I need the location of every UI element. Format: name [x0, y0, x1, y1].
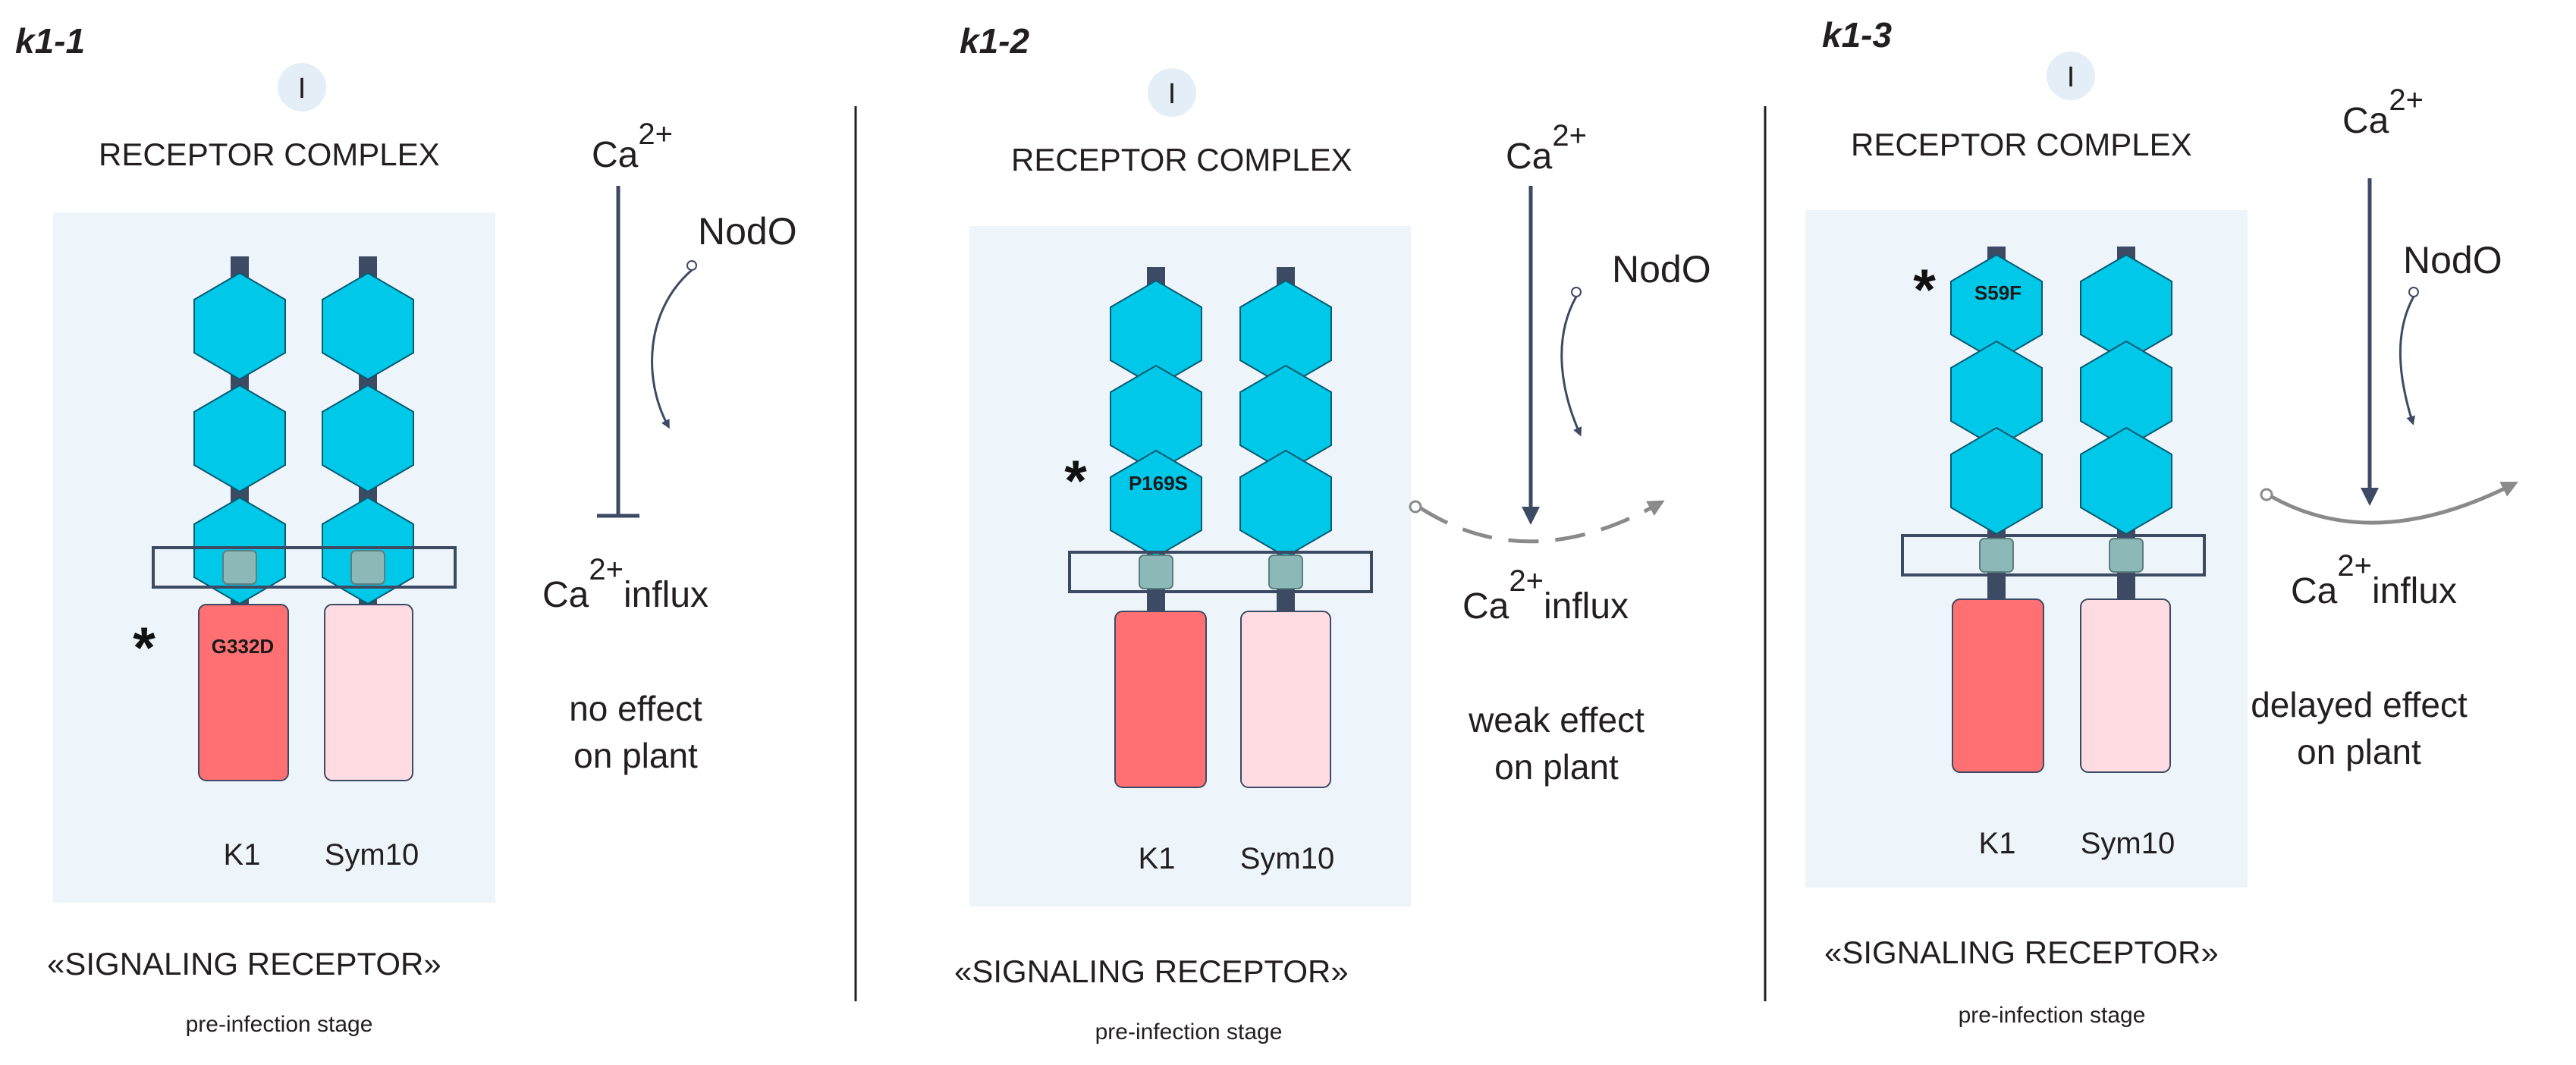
sym10-kinase-domain — [2080, 598, 2171, 773]
nodo-origin — [1571, 287, 1582, 297]
mutation-marker: * — [133, 616, 156, 680]
sym10-label: Sym10 — [1240, 842, 1335, 875]
panel-label: k1-3 — [1822, 15, 1892, 55]
effect-line1: delayed effect — [2251, 685, 2468, 724]
weak-influx-arrow — [1419, 500, 1665, 544]
influx-label: Ca2+influx — [1462, 564, 1629, 627]
calcium-label: Ca2+ — [1506, 119, 1587, 177]
receptor-label: «SIGNALING RECEPTOR» — [1824, 935, 2219, 970]
sym10-kinase-domain — [1240, 611, 1331, 788]
sym10-kinase-domain — [324, 604, 413, 781]
sym10-label: Sym10 — [325, 838, 419, 872]
nodo-label: NodO — [2403, 239, 2502, 281]
k1-label: K1 — [1139, 842, 1176, 875]
k1-tm-domain — [1979, 538, 2014, 573]
nodo-arrow — [1560, 296, 1582, 437]
membrane-band — [152, 546, 457, 589]
effect-line2: on plant — [1494, 747, 1619, 787]
k1-kinase-domain — [1952, 598, 2044, 773]
mutation-marker: * — [1064, 449, 1087, 514]
effect-line1: weak effect — [1468, 700, 1645, 740]
nodo-origin — [686, 260, 697, 271]
sym10-tm-domain — [2109, 538, 2144, 573]
k1-kinase-domain — [1114, 611, 1207, 788]
nodo-label: NodO — [698, 210, 797, 253]
panel-label: k1-1 — [15, 21, 85, 61]
badge-numeral: I — [2067, 61, 2075, 93]
k1-label: K1 — [224, 838, 261, 872]
effect-line2: on plant — [2297, 732, 2421, 771]
effect-line1: no effect — [569, 689, 702, 728]
influx-origin — [2260, 488, 2273, 501]
sym10-label: Sym10 — [2081, 827, 2175, 860]
badge-circle — [2047, 52, 2095, 100]
influx-origin — [1409, 500, 1422, 514]
influx-label: Ca2+influx — [542, 553, 708, 615]
receptor-label: «SIGNALING RECEPTOR» — [954, 953, 1349, 989]
panel-k1-3: k1-3 I RECEPTOR COMPLEX * S59F K1 Sym10 … — [1805, 15, 2518, 1028]
k1-tm-domain — [222, 550, 257, 585]
complex-title: RECEPTOR COMPLEX — [99, 137, 440, 172]
sym10-tm-domain — [350, 550, 385, 585]
badge-circle — [278, 63, 326, 112]
stage-label: pre-infection stage — [186, 1012, 373, 1037]
stage-label: pre-infection stage — [1959, 1003, 2146, 1028]
nodo-label: NodO — [1612, 248, 1711, 291]
k1-lysm-domain — [193, 384, 286, 493]
delayed-influx-arrow — [2270, 482, 2518, 525]
nodo-origin — [2408, 287, 2419, 297]
calcium-label: Ca2+ — [2342, 83, 2424, 141]
k1-tm-domain — [1139, 554, 1173, 589]
badge-circle — [1148, 68, 1196, 117]
nodo-arrow — [651, 269, 693, 429]
mutation-marker: * — [1913, 258, 1936, 322]
sym10-tm-domain — [1268, 554, 1303, 589]
nodo-arrow — [2399, 296, 2415, 426]
mutation-label: P169S — [1129, 472, 1188, 495]
badge-numeral: I — [298, 73, 306, 105]
mutation-label: G332D — [212, 635, 274, 658]
complex-title: RECEPTOR COMPLEX — [1011, 142, 1352, 178]
sym10-lysm-domain — [322, 272, 414, 381]
panel-label: k1-2 — [960, 21, 1029, 61]
membrane-band — [1068, 551, 1373, 593]
calcium-label: Ca2+ — [592, 118, 673, 175]
effect-line2: on plant — [573, 736, 698, 775]
receptor-label: «SIGNALING RECEPTOR» — [47, 946, 441, 982]
panel-k1-1: k1-1 I RECEPTOR COMPLEX * G332D K1 Sym10… — [15, 21, 797, 1037]
membrane-band — [1901, 534, 2206, 576]
complex-title: RECEPTOR COMPLEX — [1851, 127, 2192, 162]
k1-label: K1 — [1979, 827, 2016, 860]
badge-numeral: I — [1168, 78, 1176, 110]
influx-label: Ca2+influx — [2291, 549, 2457, 611]
stage-label: pre-infection stage — [1095, 1019, 1283, 1045]
k1-lysm-domain — [193, 272, 286, 381]
mutation-label: S59F — [1974, 281, 2022, 304]
sym10-lysm-domain — [322, 384, 414, 493]
panel-k1-2: k1-2 I RECEPTOR COMPLEX * P169S K1 Sym10… — [954, 21, 1711, 1045]
k1-kinase-domain — [198, 604, 289, 781]
